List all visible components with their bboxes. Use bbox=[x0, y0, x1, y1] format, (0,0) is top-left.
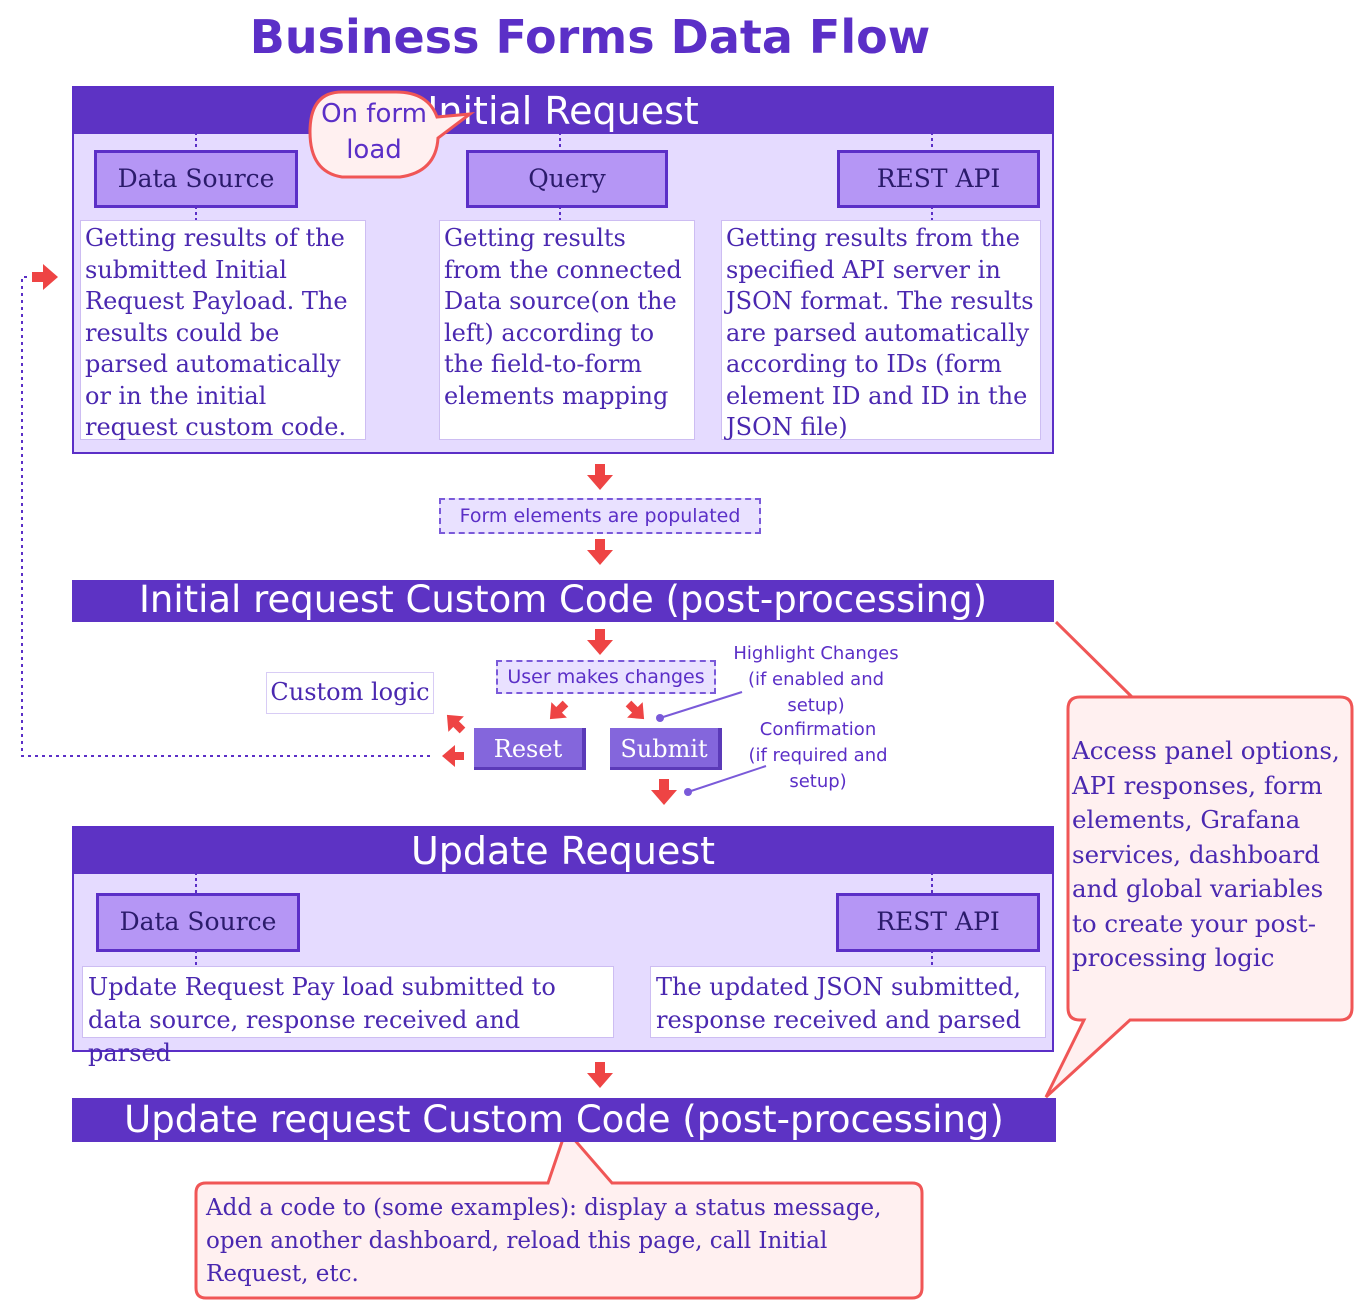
confirmation-text: Confirmation (if required and setup) bbox=[748, 719, 888, 792]
confirmation-note: Confirmation (if required and setup) bbox=[726, 717, 910, 792]
initial-data-source-description: Getting results of the submitted Initial… bbox=[80, 220, 366, 441]
initial-data-source-box: Data Source bbox=[94, 150, 298, 208]
update-rest-api-box: REST API bbox=[836, 893, 1040, 952]
bottom-callout-shape bbox=[194, 1127, 924, 1300]
right-callout-text: Access panel options, API responses, for… bbox=[1072, 736, 1340, 972]
reset-button[interactable]: Reset bbox=[474, 728, 586, 770]
bottom-callout-text: Add a code to (some examples): display a… bbox=[206, 1195, 882, 1287]
update-data-source-box: Data Source bbox=[96, 893, 300, 952]
right-callout-shape bbox=[1044, 620, 1354, 1099]
update-request-header: Update Request bbox=[74, 828, 1052, 874]
initial-query-box: Query bbox=[466, 150, 668, 208]
user-makes-changes-label: User makes changes bbox=[496, 660, 716, 694]
page-title: Business Forms Data Flow bbox=[249, 10, 931, 64]
initial-custom-code-band: Initial request Custom Code (post-proces… bbox=[72, 580, 1054, 622]
initial-request-header: Initial Request bbox=[74, 88, 1052, 134]
custom-logic-label: Custom logic bbox=[266, 672, 434, 714]
highlight-changes-note: Highlight Changes (if enabled and setup) bbox=[724, 641, 908, 716]
initial-query-description: Getting results from the connected Data … bbox=[439, 220, 695, 440]
update-rest-api-description: The updated JSON submitted, response rec… bbox=[650, 966, 1046, 1038]
on-form-load-bubble: On form load bbox=[321, 99, 427, 165]
form-elements-populated-label: Form elements are populated bbox=[439, 498, 761, 534]
update-custom-code-band: Update request Custom Code (post-process… bbox=[72, 1098, 1056, 1142]
submit-button[interactable]: Submit bbox=[610, 728, 722, 770]
loop-back-dotted-line bbox=[21, 276, 430, 757]
update-data-source-description: Update Request Pay load submitted to dat… bbox=[82, 966, 614, 1067]
initial-rest-api-description: Getting results from the specified API s… bbox=[721, 220, 1041, 441]
highlight-changes-text: Highlight Changes (if enabled and setup) bbox=[733, 643, 899, 716]
initial-rest-api-box: REST API bbox=[837, 150, 1040, 208]
